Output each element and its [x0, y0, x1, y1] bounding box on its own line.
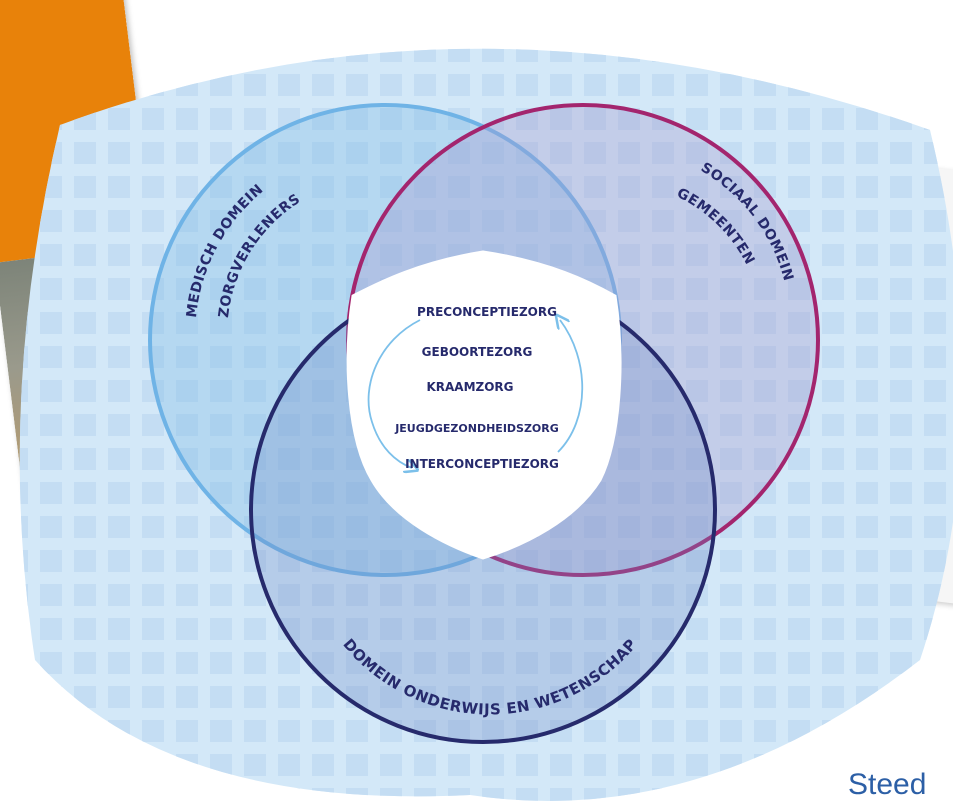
center-item-jeugdgezondheidszorg: JEUGDGEZONDHEIDSZORG	[394, 422, 559, 435]
cycle-arrow-left	[367, 319, 420, 468]
center-region	[346, 250, 622, 560]
center-item-geboortezorg: GEBOORTEZORG	[422, 345, 533, 359]
cycle-arrow-right	[558, 320, 584, 453]
center-item-preconceptiezorg: PRECONCEPTIEZORG	[417, 305, 557, 319]
center-item-kraamzorg: KRAAMZORG	[426, 380, 513, 394]
center-item-interconceptiezorg: INTERCONCEPTIEZORG	[405, 457, 559, 471]
footer-text: Steed	[848, 768, 927, 801]
